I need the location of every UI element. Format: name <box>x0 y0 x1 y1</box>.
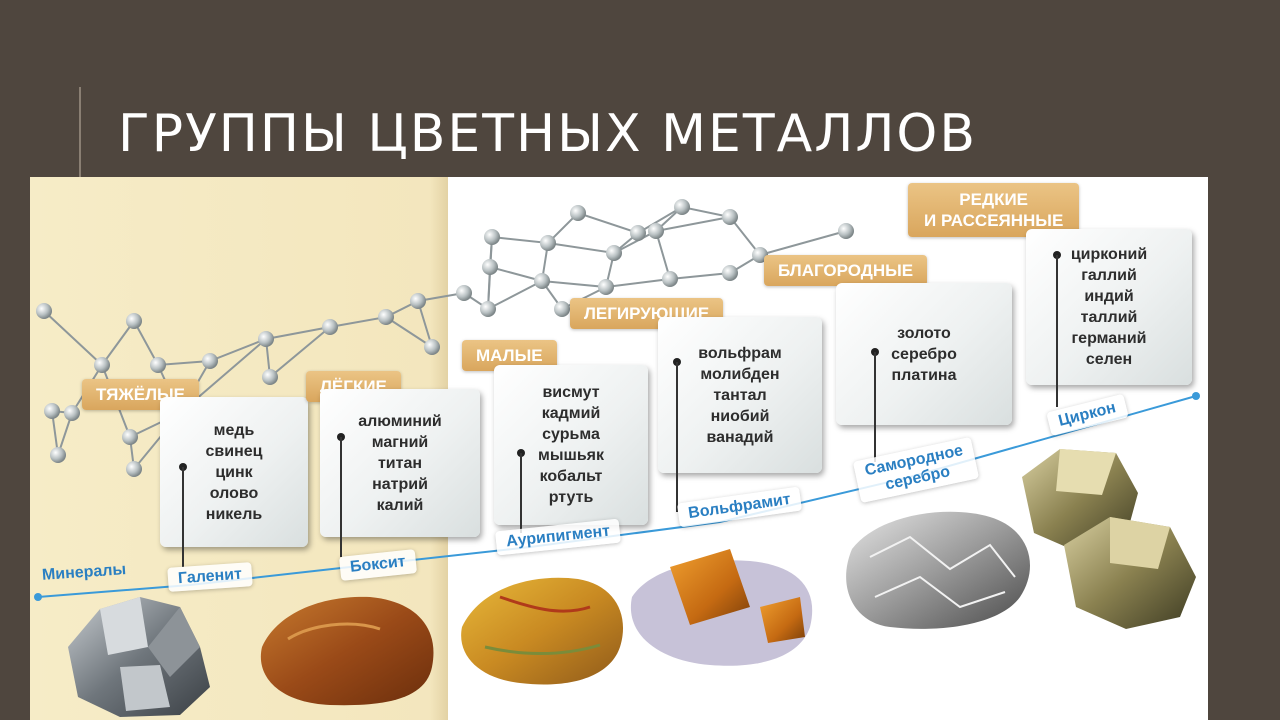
metal-item: магний <box>371 433 429 451</box>
metal-item: селен <box>1085 351 1133 368</box>
bauxite-rock-image <box>260 596 434 706</box>
metal-item: ртуть <box>548 489 594 506</box>
metal-item: вольфрам <box>698 344 782 362</box>
metal-item: цирконий <box>1070 246 1148 263</box>
connector-stem <box>340 437 342 557</box>
metal-item: медь <box>213 421 255 439</box>
connector-stem <box>182 467 184 567</box>
group-header-line: РЕДКИЕ <box>959 190 1029 209</box>
minerals-line-end <box>1192 392 1200 400</box>
group-card-small: висмут кадмий сурьма мышьяк кобальт ртут… <box>494 365 648 525</box>
metal-item: кадмий <box>541 405 601 422</box>
zircon-rock-image <box>1022 449 1196 629</box>
minerals-line-start <box>34 593 42 601</box>
metal-item: индий <box>1084 288 1134 305</box>
group-card-light: алюминий магний титан натрий калий <box>320 389 480 537</box>
native-silver-rock-image <box>846 511 1030 629</box>
metal-item: тантал <box>713 386 767 404</box>
illustration-layer <box>34 199 1200 717</box>
orpiment-rock-image <box>461 577 624 685</box>
metal-item: галлий <box>1081 267 1137 284</box>
metal-item: таллий <box>1080 309 1138 326</box>
metal-item: никель <box>205 505 263 523</box>
metal-item: ниобий <box>710 407 770 425</box>
metal-item: молибден <box>700 365 780 383</box>
metal-item: германий <box>1071 330 1147 347</box>
metal-item: кобальт <box>539 468 603 485</box>
metal-item: титан <box>377 454 423 472</box>
metal-item: золото <box>897 324 951 342</box>
group-header-noble: БЛАГОРОДНЫЕ <box>764 255 928 286</box>
galena-rock-image <box>68 597 210 717</box>
metal-item: платина <box>891 366 957 384</box>
group-header-line: И РАССЕЯННЫЕ <box>924 211 1064 230</box>
metal-item: серебро <box>891 345 957 363</box>
connector-stem <box>676 362 678 512</box>
metal-item: натрий <box>372 475 428 493</box>
title-accent-line <box>79 87 81 177</box>
slide-title: ГРУППЫ ЦВЕТНЫХ МЕТАЛЛОВ <box>118 104 978 164</box>
metal-item: цинк <box>215 463 253 481</box>
infographic-panel: ТЯЖЁЛЫЕ медь свинец цинк олово никель Га… <box>30 177 1208 720</box>
group-card-alloying: вольфрам молибден тантал ниобий ванадий <box>658 317 822 473</box>
metal-item: свинец <box>205 442 263 460</box>
metal-item: олово <box>209 484 259 502</box>
molecule-nodes <box>36 199 854 477</box>
group-card-rare: цирконий галлий индий таллий германий се… <box>1026 229 1192 385</box>
metal-item: висмут <box>542 384 600 401</box>
metal-item: сурьма <box>542 426 600 443</box>
connector-stem <box>520 453 522 533</box>
metal-item: ванадий <box>706 428 774 446</box>
connector-stem <box>874 352 876 462</box>
group-header-rare: РЕДКИЕ И РАССЕЯННЫЕ <box>908 183 1080 237</box>
group-card-noble: золото серебро платина <box>836 283 1012 425</box>
metal-item: алюминий <box>358 412 442 430</box>
group-card-heavy: медь свинец цинк олово никель <box>160 397 308 547</box>
wolframite-rock-image <box>630 549 813 666</box>
metal-item: мышьяк <box>537 447 604 464</box>
metal-item: калий <box>376 496 424 514</box>
connector-stem <box>1056 255 1058 407</box>
